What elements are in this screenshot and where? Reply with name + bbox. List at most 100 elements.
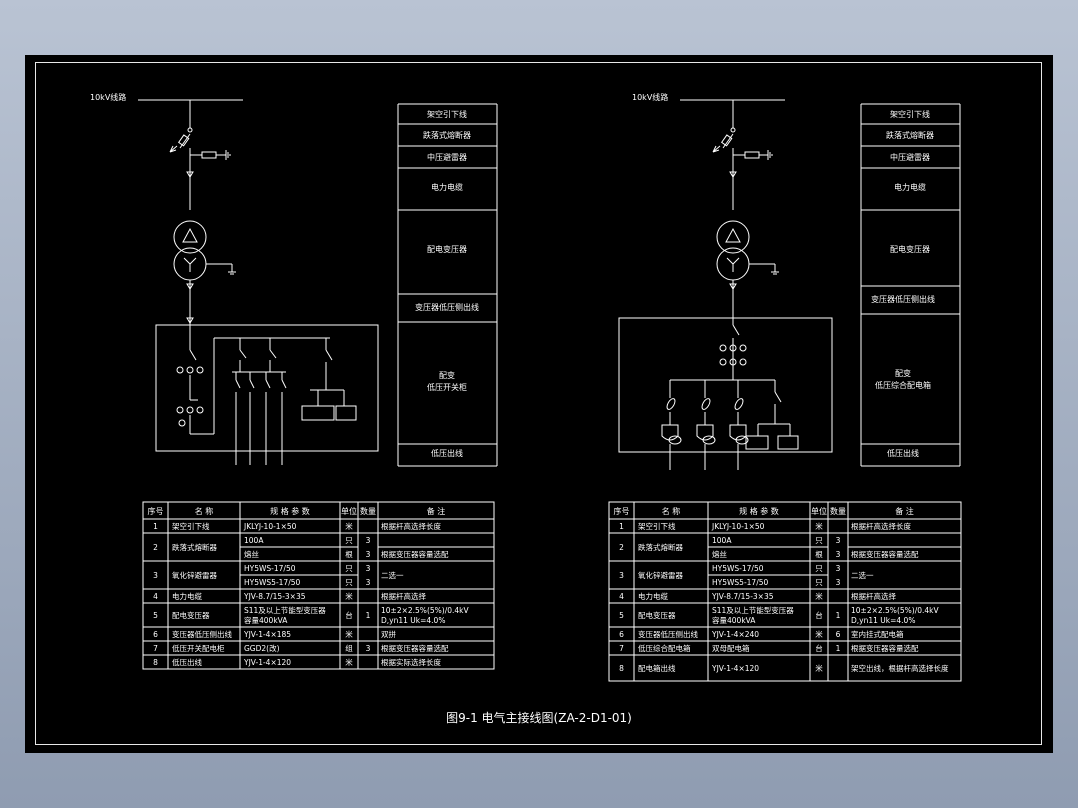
left-label-fuse: 跌落式熔断器 [423,130,471,140]
left-schematic: 10kV线路 [90,92,498,670]
row-note: 根据变压器容量选配 [851,643,919,653]
row-number: 3 [619,571,624,580]
left-transformer [173,220,236,281]
table-header-cell: 序号 [614,506,630,516]
right-label-lv-outlet: 变压器低压侧出线 [871,294,935,304]
row-note: 双拼 [381,629,396,639]
right-transformer [716,220,779,281]
row-spec: 熔丝 [712,549,727,559]
row-unit: 米 [345,657,353,667]
row-note: 根据变压器容量选配 [851,549,919,559]
right-label-overhead-drop: 架空引下线 [890,109,930,119]
row-name: 配电变压器 [638,610,676,620]
left-label-overhead-drop: 架空引下线 [427,109,467,119]
row-number: 5 [153,611,158,620]
row-number: 6 [619,630,624,639]
row-name: 低压出线 [172,657,202,667]
row-unit: 米 [345,591,353,601]
row-name: 配电变压器 [172,610,210,620]
right-label-fuse: 跌落式熔断器 [886,130,934,140]
row-number: 7 [153,644,158,653]
row-unit: 米 [815,629,823,639]
row-spec: HY5WS5-17/50 [244,578,300,587]
right-label-column: 架空引下线 跌落式熔断器 中压避雷器 电力电缆 配电变压器 变压器低压侧出线 配… [860,103,961,467]
left-label-lv-line: 低压出线 [431,448,463,458]
table-header-cell: 数量 [830,506,846,516]
row-name: 电力电缆 [638,591,668,601]
row-number: 1 [153,522,158,531]
row-note: 根据变压器容量选配 [381,549,449,559]
row-number: 5 [619,611,624,620]
row-spec: HY5WS-17/50 [244,564,296,573]
row-number: 4 [153,592,158,601]
row-note: D,yn11 Uk=4.0% [381,616,445,625]
row-name: 氧化锌避雷器 [638,570,683,580]
row-unit: 米 [815,591,823,601]
row-unit: 米 [345,629,353,639]
row-note: 二选一 [851,570,874,580]
left-surge-arrester [190,150,231,160]
row-spec: S11及以上节能型变压器 [712,605,794,615]
row-spec: 熔丝 [244,549,259,559]
row-note: 根据杆高选择长度 [381,521,441,531]
right-schematic: 10kV线路 [608,92,962,682]
row-number: 3 [153,571,158,580]
row-note: 10±2×2.5%(5%)/0.4kV [851,606,939,615]
row-note: 根据杆高选择长度 [851,521,911,531]
row-qty: 3 [836,550,841,559]
table-header-cell: 备 注 [895,506,914,516]
row-note: 室内挂式配电箱 [851,629,904,639]
row-qty: 3 [836,536,841,545]
row-number: 1 [619,522,624,531]
left-label-arrester: 中压避雷器 [427,152,467,162]
row-spec: 100A [712,536,732,545]
row-qty: 6 [836,630,841,639]
right-surge-arrester [733,150,773,160]
row-note: D,yn11 Uk=4.0% [851,616,915,625]
row-spec: 双母配电箱 [712,643,750,653]
row-spec: JKLYJ-10-1×50 [243,522,297,531]
left-line-label: 10kV线路 [90,92,126,102]
row-qty: 3 [366,564,371,573]
row-number: 8 [153,658,158,667]
right-line-label: 10kV线路 [632,92,668,102]
row-unit: 只 [815,564,823,573]
left-lv-switchgear-box [155,324,379,452]
row-unit: 米 [815,663,823,673]
row-unit: 台 [345,610,353,620]
row-name: 低压综合配电箱 [638,643,691,653]
table-header-cell: 序号 [148,506,164,516]
row-note: 根据杆高选择 [381,591,426,601]
row-name: 氧化锌避雷器 [172,570,217,580]
row-name: 架空引下线 [638,521,676,531]
drawing-frame [35,62,1042,745]
table-header-cell: 名 称 [662,506,681,516]
left-label-column: 架空引下线 跌落式熔断器 中压避雷器 电力电缆 配电变压器 变压器低压侧出线 配… [397,103,498,467]
row-spec: YJV-1-4×120 [711,664,759,673]
row-qty: 1 [366,611,371,620]
row-qty: 1 [836,644,841,653]
row-unit: 台 [815,610,823,620]
row-spec: 容量400kVA [244,615,288,625]
row-name: 架空引下线 [172,521,210,531]
row-unit: 只 [815,578,823,587]
row-qty: 3 [366,644,371,653]
row-note: 架空出线，根据杆高选择长度 [851,663,949,673]
drawing-caption: 图9-1 电气主接线图(ZA-2-D1-01) [446,710,632,725]
row-name: 跌落式熔断器 [172,542,217,552]
row-note: 根据杆高选择 [851,591,896,601]
row-spec: HY5WS5-17/50 [712,578,768,587]
right-label-lv-box: 配变低压综合配电箱 [875,368,931,390]
